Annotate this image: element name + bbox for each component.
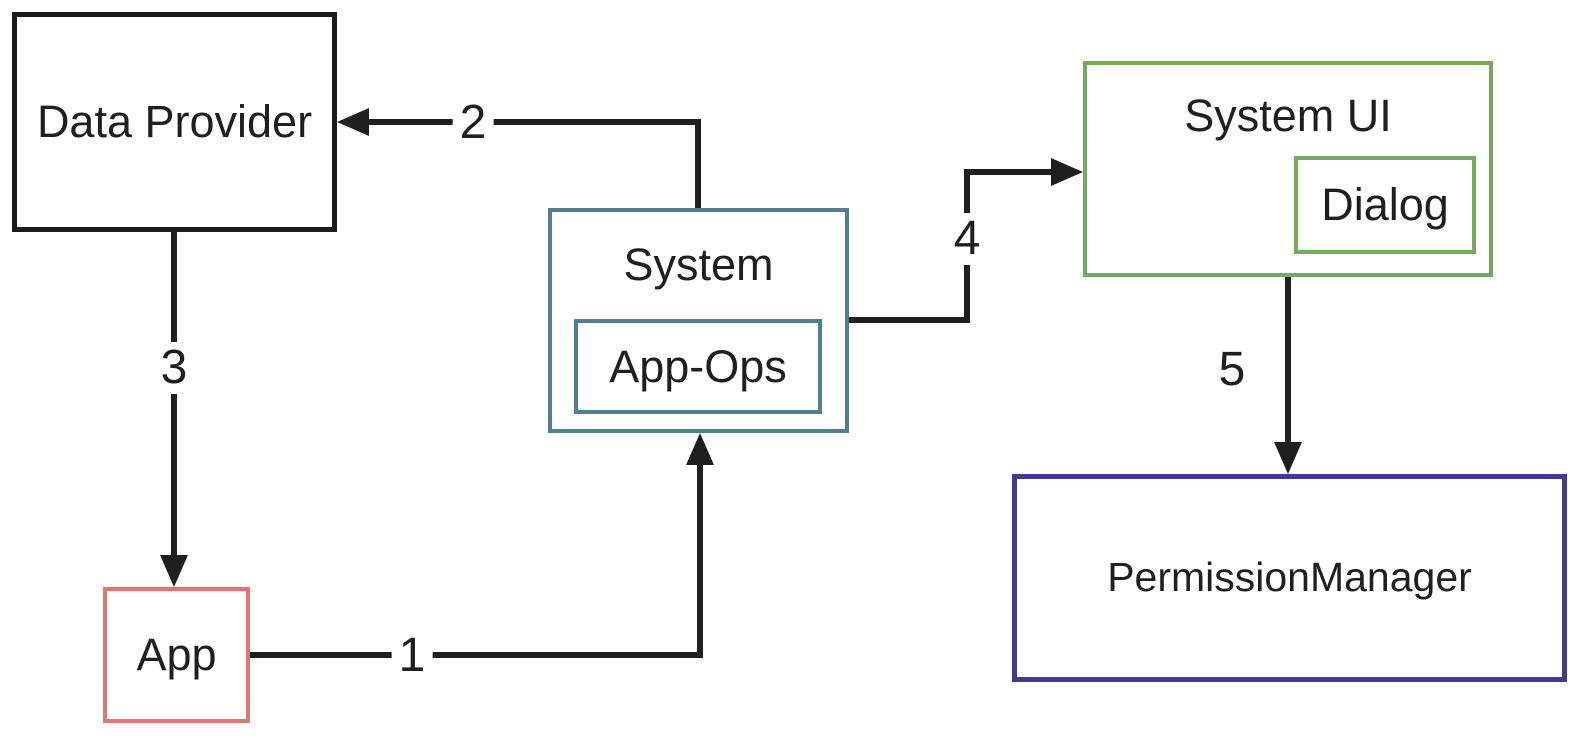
node-app: App <box>103 587 250 723</box>
arrow-2-line <box>353 119 701 208</box>
node-system-ui: System UI Dialog <box>1083 61 1493 277</box>
node-app-label: App <box>136 629 217 681</box>
node-app-ops-label: App-Ops <box>609 340 787 392</box>
node-data-provider: Data Provider <box>12 12 337 232</box>
node-permission-manager: PermissionManager <box>1012 474 1567 682</box>
arrow-4-head <box>1051 158 1083 186</box>
node-data-provider-label: Data Provider <box>36 96 313 148</box>
node-dialog-label: Dialog <box>1321 179 1449 231</box>
node-dialog: Dialog <box>1294 156 1476 254</box>
arrow-3-label: 3 <box>153 342 195 394</box>
arrow-1-label: 1 <box>391 630 433 682</box>
node-system: System App-Ops <box>548 208 849 433</box>
arrow-1-line <box>250 449 703 658</box>
arrow-2-label: 2 <box>452 97 494 149</box>
node-system-ui-label: System UI <box>1184 90 1392 141</box>
arrow-5-label: 5 <box>1218 343 1246 396</box>
node-app-ops: App-Ops <box>574 319 822 414</box>
arrow-3-head <box>160 555 188 587</box>
arrow-4-label: 4 <box>946 213 988 265</box>
arrow-2-head <box>337 108 369 136</box>
node-system-label: System <box>623 239 774 290</box>
arrow-5-head <box>1274 442 1302 474</box>
node-permission-manager-label: PermissionManager <box>1107 554 1472 601</box>
arrow-1-head <box>686 433 714 465</box>
